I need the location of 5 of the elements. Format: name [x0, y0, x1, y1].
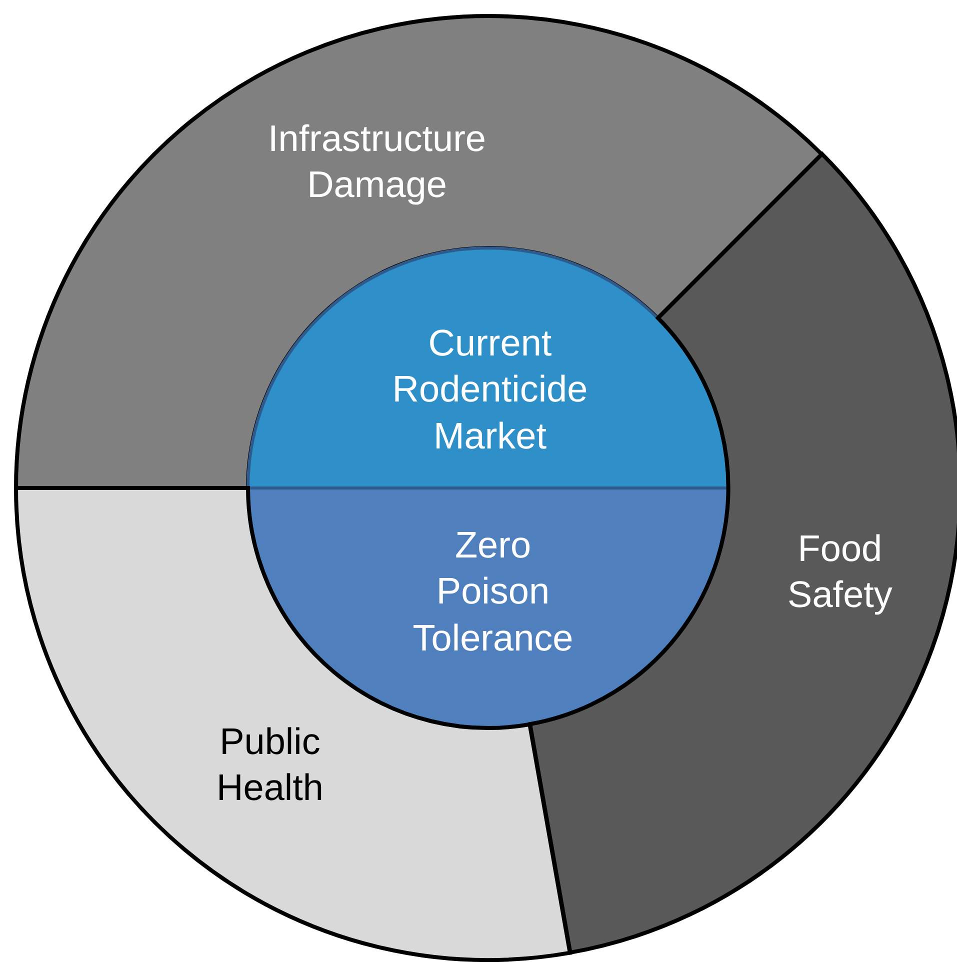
segment-label: Infrastructure Damage — [268, 116, 486, 207]
segment-label: Food Safety — [788, 526, 892, 617]
segment-label: Current Rodenticide Market — [392, 322, 588, 458]
segment-label: Public Health — [216, 720, 324, 810]
segment-label: Zero Poison Tolerance — [412, 524, 574, 660]
